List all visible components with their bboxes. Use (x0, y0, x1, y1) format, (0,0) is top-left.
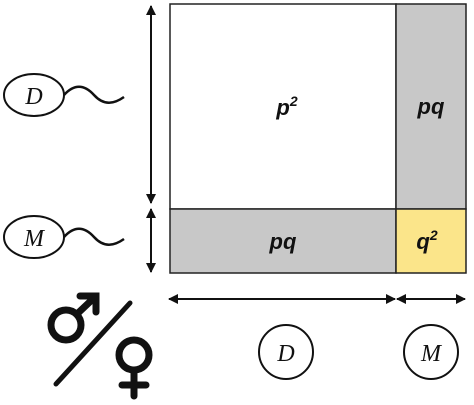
cell-label-pq-right: pq (417, 94, 445, 119)
allele-label-d-sperm: D (24, 84, 42, 110)
egg-circle-m (403, 324, 459, 380)
cell-label-q-squared: q2 (416, 227, 437, 254)
sperm-tail-m (63, 227, 125, 246)
cell-p-squared (169, 3, 397, 210)
egg-circle-d (258, 324, 314, 380)
allele-label-d-egg: D (276, 341, 294, 367)
punnett-square: p2 pq pq q2 (169, 3, 467, 274)
allele-label-m-egg: M (420, 341, 443, 367)
cell-q-squared (395, 208, 467, 274)
male-symbol-icon (47, 292, 100, 344)
sperm-icon-d: D (3, 73, 125, 117)
sperm-tail-d (63, 85, 125, 104)
sperm-icon-m: M (3, 215, 125, 259)
cell-label-p-squared: p2 (275, 93, 297, 120)
egg-m: M (403, 324, 459, 380)
cell-pq-bottom (169, 208, 397, 274)
cell-label-pq-bottom: pq (269, 229, 297, 254)
female-symbol-icon (115, 336, 153, 400)
slash-divider (53, 300, 133, 387)
allele-label-m-sperm: M (23, 226, 46, 252)
cell-pq-right (395, 3, 467, 210)
egg-d: D (258, 324, 314, 380)
